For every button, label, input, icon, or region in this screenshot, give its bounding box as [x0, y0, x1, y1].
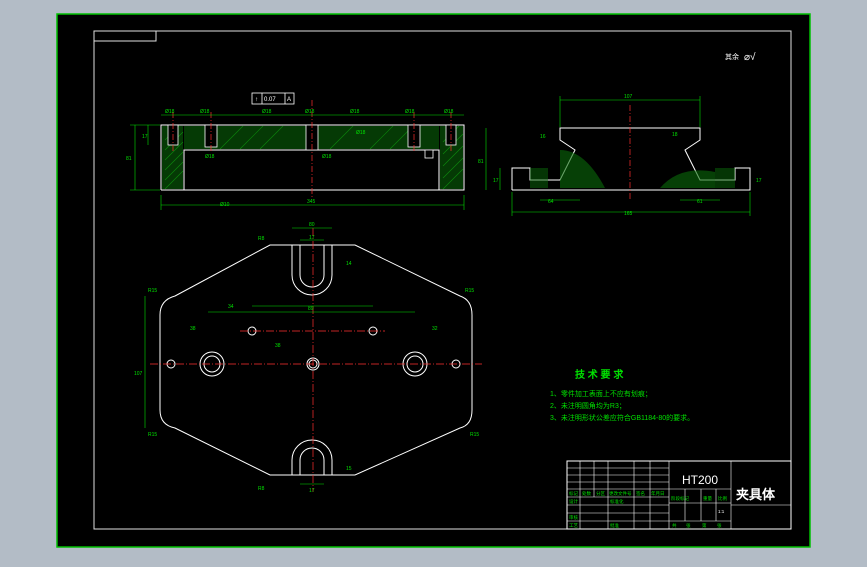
tech-item-3: 3、未注明形状公差应符合GB1184-80的要求。 — [550, 413, 694, 422]
svg-text:阶段标记: 阶段标记 — [671, 495, 689, 502]
side-view: 107 81 17 16 165 64 61 18 17 — [478, 94, 762, 217]
dim-top-r1: R15 — [148, 288, 157, 294]
dim-front-3: Ø18 — [262, 109, 272, 115]
dim-front-small: Ø10 — [220, 202, 230, 208]
dim-front-10: Ø18 — [356, 130, 366, 136]
tech-item-2: 2、未注明圆角均为R3； — [550, 401, 626, 410]
dim-top-r8a: R8 — [258, 236, 265, 242]
dim-front-7: Ø18 — [444, 109, 454, 115]
dim-front-5: Ø18 — [350, 109, 360, 115]
svg-text:1:1: 1:1 — [718, 509, 725, 514]
svg-text:设计: 设计 — [569, 498, 578, 505]
svg-text:处数: 处数 — [582, 490, 591, 497]
tech-requirements: 技 术 要 求 1、零件加工表面上不应有划痕； 2、未注明圆角均为R3； 3、未… — [550, 368, 694, 422]
dim-top-34: 34 — [228, 304, 234, 310]
svg-text:审核: 审核 — [569, 514, 578, 521]
material-label: HT200 — [682, 473, 718, 487]
dim-front-9: Ø18 — [322, 154, 332, 160]
svg-text:张: 张 — [686, 522, 691, 529]
dim-top-107: 107 — [134, 371, 143, 377]
dim-side-61: 61 — [697, 199, 703, 205]
dim-side-16: 16 — [540, 134, 546, 140]
roughness-symbol: ⌀√ — [744, 51, 756, 63]
dim-top-32: 32 — [432, 326, 438, 332]
svg-text:标准化: 标准化 — [610, 498, 624, 505]
dim-front-8: Ø18 — [205, 154, 215, 160]
dim-front-4: Ø18 — [305, 109, 315, 115]
dim-front-length: 345 — [307, 199, 316, 205]
top-view: 80 17 14 34 38 89 38 32 107 R15 R15 R15 … — [134, 222, 482, 494]
svg-text:更改文件号: 更改文件号 — [609, 490, 632, 497]
dim-side-81: 81 — [478, 159, 484, 165]
dim-front-17: 17 — [142, 134, 148, 140]
dim-top-r4: R15 — [470, 432, 479, 438]
dim-side-18: 18 — [672, 132, 678, 138]
tech-title: 技 术 要 求 — [575, 368, 624, 381]
svg-text:张: 张 — [717, 522, 722, 529]
front-view: Ø18 Ø18 Ø18 Ø18 Ø18 Ø18 Ø18 Ø18 Ø18 Ø18 … — [126, 92, 465, 210]
tolerance-frame: ↑ 0.07 A — [251, 92, 295, 105]
code-box — [93, 30, 157, 42]
dim-side-17b: 17 — [756, 178, 762, 184]
svg-text:重量: 重量 — [703, 495, 712, 502]
dim-front-height: 81 — [126, 156, 132, 162]
dim-top-14: 14 — [346, 261, 352, 267]
svg-text:共: 共 — [672, 522, 677, 529]
dim-side-64: 64 — [548, 199, 554, 205]
frame-border — [93, 30, 792, 530]
svg-text:签名: 签名 — [636, 490, 645, 497]
svg-text:0.07: 0.07 — [264, 97, 276, 103]
roughness-note: 其余 — [725, 52, 739, 61]
dim-top-15: 15 — [346, 466, 352, 472]
dim-top-80: 80 — [309, 222, 315, 228]
dim-side-17: 17 — [493, 178, 499, 184]
tech-item-1: 1、零件加工表面上不应有划痕； — [550, 389, 652, 398]
sheet-border — [56, 13, 811, 548]
svg-text:标记: 标记 — [569, 490, 578, 497]
dim-front-6: Ø18 — [405, 109, 415, 115]
dim-front-1: Ø18 — [165, 109, 175, 115]
dim-top-38: 38 — [190, 326, 196, 332]
dim-top-r8b: R8 — [258, 486, 265, 492]
dim-top-89: 89 — [308, 306, 314, 312]
svg-text:年月日: 年月日 — [651, 490, 665, 497]
dim-top-17: 17 — [309, 235, 315, 241]
dim-side-165: 165 — [624, 211, 633, 217]
part-name: 夹具体 — [736, 487, 776, 502]
svg-text:第: 第 — [702, 522, 707, 529]
drawing-sheet — [57, 14, 810, 547]
dim-top-17b: 17 — [309, 488, 315, 494]
dim-top-38b: 38 — [275, 343, 281, 349]
dim-front-2: Ø18 — [200, 109, 210, 115]
svg-text:A: A — [287, 97, 291, 103]
dim-top-r2: R15 — [465, 288, 474, 294]
svg-text:批准: 批准 — [610, 522, 619, 529]
dim-side-107: 107 — [624, 94, 633, 100]
dim-top-r3: R15 — [148, 432, 157, 438]
svg-text:分区: 分区 — [596, 490, 605, 497]
title-block: HT200 夹具体 标记 处数 分区 更改文件号 签名 年月日 设计 审核 工艺… — [566, 460, 792, 530]
svg-text:比例: 比例 — [718, 495, 727, 502]
svg-text:工艺: 工艺 — [569, 523, 578, 528]
svg-text:↑: ↑ — [255, 97, 258, 103]
